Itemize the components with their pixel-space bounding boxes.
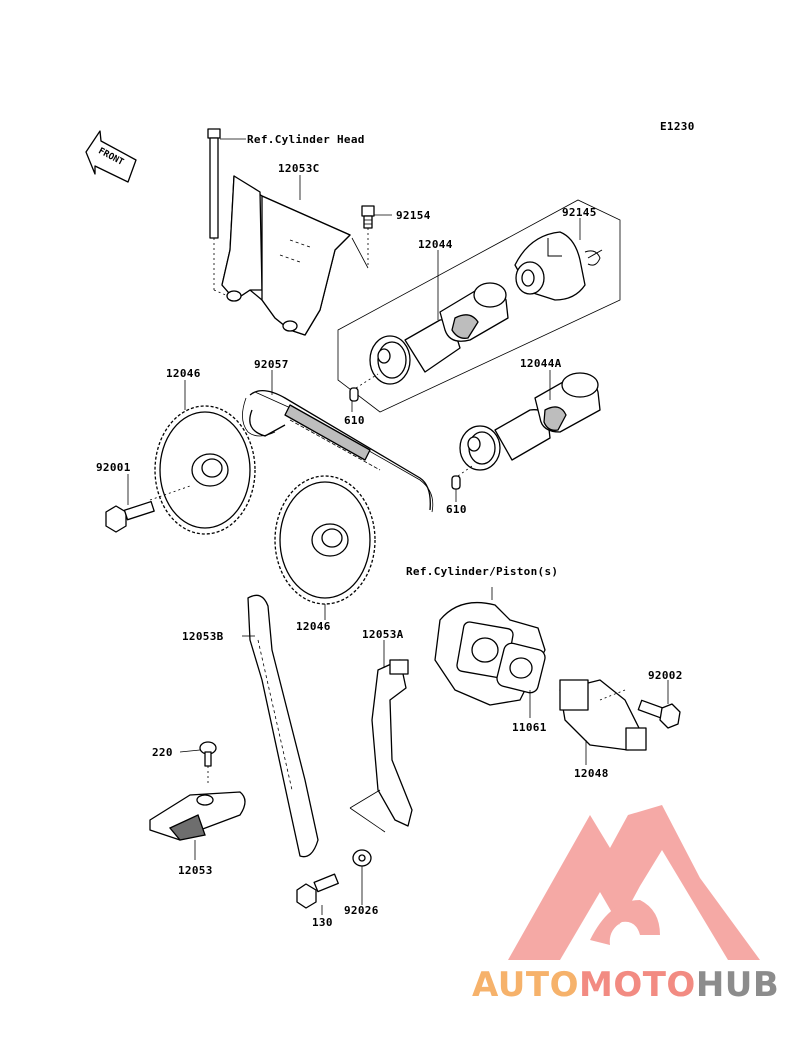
gasket-11061 — [496, 642, 546, 694]
bolt-92154 — [361, 205, 375, 268]
washer-92026 — [352, 849, 372, 867]
label-12048: 12048 — [574, 767, 609, 780]
sprocket-12046-upper — [154, 405, 256, 535]
label-92001: 92001 — [96, 461, 131, 474]
label-12053B: 12053B — [182, 630, 224, 643]
label-92154: 92154 — [396, 209, 431, 222]
label-610-lower: 610 — [446, 503, 467, 516]
screw-220 — [199, 741, 217, 785]
dowel-pin-610-upper — [349, 373, 379, 402]
label-11061: 11061 — [512, 721, 547, 734]
watermark-moto: MOTO — [579, 965, 696, 1005]
tensioner-12048 — [559, 679, 647, 751]
label-12046-upper: 12046 — [166, 367, 201, 380]
label-12053C: 12053C — [278, 162, 320, 175]
label-92057: 92057 — [254, 358, 289, 371]
watermark-auto: AUTO — [472, 965, 579, 1005]
camshaft-group-outline — [337, 199, 621, 413]
label-12046-lower: 12046 — [296, 620, 331, 633]
watermark-logo-icon — [508, 805, 760, 960]
label-220: 220 — [152, 746, 173, 759]
camshaft-12044A — [459, 372, 601, 471]
guide-12053 — [149, 791, 246, 841]
chain-guide-12053A — [349, 659, 413, 833]
label-92145: 92145 — [562, 206, 597, 219]
diagram-code: E1230 — [660, 120, 695, 133]
label-ref-cylinder-head: Ref.Cylinder Head — [247, 133, 365, 146]
cam-chain-92057 — [242, 390, 434, 513]
label-12044: 12044 — [418, 238, 453, 251]
chain-guide-12053B — [247, 594, 319, 858]
watermark-text: AUTOMOTOHUB — [472, 965, 779, 1005]
label-130: 130 — [312, 916, 333, 929]
front-arrow-icon: FRONT — [85, 130, 137, 183]
sprocket-12046-lower — [274, 475, 376, 605]
label-12053A: 12053A — [362, 628, 404, 641]
cylinder-ref — [434, 601, 546, 706]
bolt-130 — [296, 873, 339, 909]
decompressor-92145 — [514, 231, 603, 301]
dowel-pin-610-lower — [451, 465, 473, 490]
label-12053: 12053 — [178, 864, 213, 877]
label-12044A: 12044A — [520, 357, 562, 370]
watermark-hub: HUB — [696, 965, 779, 1005]
label-92026: 92026 — [344, 904, 379, 917]
bracket-12053C — [207, 128, 369, 336]
bolt-92002 — [637, 699, 681, 729]
label-92002: 92002 — [648, 669, 683, 682]
leader-lines — [127, 138, 669, 915]
camshaft-12044 — [369, 282, 509, 385]
bolt-92001 — [105, 485, 191, 533]
label-ref-cylinder-piston: Ref.Cylinder/Piston(s) — [406, 565, 558, 578]
label-610-upper: 610 — [344, 414, 365, 427]
